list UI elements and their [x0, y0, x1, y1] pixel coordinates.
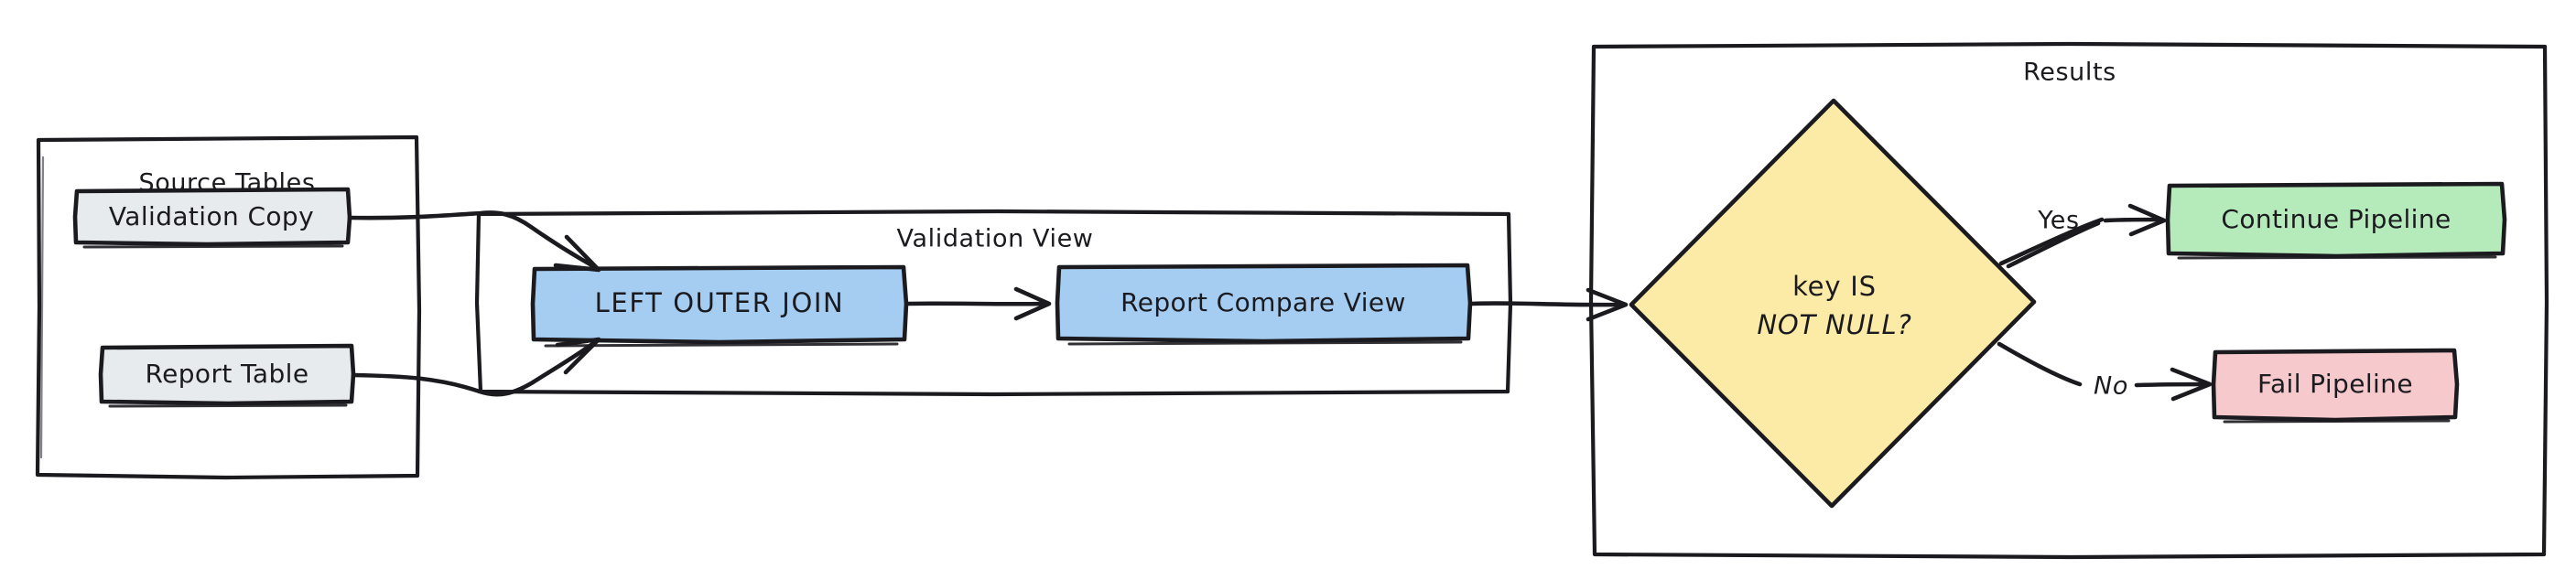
validation-copy-shadow: [82, 244, 344, 249]
edge-validation-copy-to-join: [347, 210, 601, 273]
node-report-table[interactable]: Report Table: [98, 343, 356, 408]
key-is-not-null-label-line1: key IS: [1792, 271, 1877, 302]
left-outer-join-label: LEFT OUTER JOIN: [595, 287, 845, 318]
node-validation-copy[interactable]: Validation Copy: [72, 187, 352, 249]
node-report-compare-view[interactable]: Report Compare View: [1055, 263, 1473, 346]
continue-pipeline-label: Continue Pipeline: [2221, 204, 2451, 234]
edge-report-table-to-join: [351, 337, 601, 397]
continue-pipeline-rect[interactable]: [2165, 181, 2507, 259]
validation-view-label: Validation View: [897, 225, 1094, 253]
validation-copy-rect[interactable]: [72, 187, 352, 247]
report-table-shadow: [108, 403, 348, 408]
fail-pipeline-shadow: [2223, 419, 2451, 424]
source-tables-frame-inner-stroke: [39, 156, 45, 459]
report-compare-view-shadow: [1067, 340, 1463, 346]
report-table-label: Report Table: [146, 359, 309, 389]
report-compare-view-rect[interactable]: [1055, 263, 1473, 344]
edge-decision-yes: Yes: [1998, 203, 2167, 269]
left-outer-join-rect[interactable]: [530, 264, 909, 345]
node-left-outer-join[interactable]: LEFT OUTER JOIN: [530, 264, 909, 348]
edge-label-yes: Yes: [2037, 207, 2079, 235]
results-label: Results: [2023, 59, 2116, 87]
edge-decision-no: No: [1997, 341, 2213, 402]
node-key-is-not-null[interactable]: key IS NOT NULL?: [1629, 98, 2037, 509]
edge-compare-to-decision: [1469, 287, 1629, 322]
left-outer-join-shadow: [544, 342, 899, 348]
validation-copy-label: Validation Copy: [109, 201, 314, 231]
report-compare-view-label: Report Compare View: [1120, 287, 1406, 317]
key-is-not-null-label-line2: NOT NULL?: [1757, 309, 1911, 340]
key-is-not-null-diamond[interactable]: [1629, 98, 2037, 509]
report-table-rect[interactable]: [98, 343, 356, 406]
edge-join-to-compare: [905, 286, 1052, 321]
edge-label-no: No: [2094, 372, 2128, 401]
continue-pipeline-shadow: [2177, 255, 2497, 260]
node-continue-pipeline[interactable]: Continue Pipeline: [2165, 181, 2507, 260]
fail-pipeline-rect[interactable]: [2211, 348, 2460, 423]
node-fail-pipeline[interactable]: Fail Pipeline: [2211, 348, 2460, 424]
fail-pipeline-label: Fail Pipeline: [2257, 369, 2413, 399]
